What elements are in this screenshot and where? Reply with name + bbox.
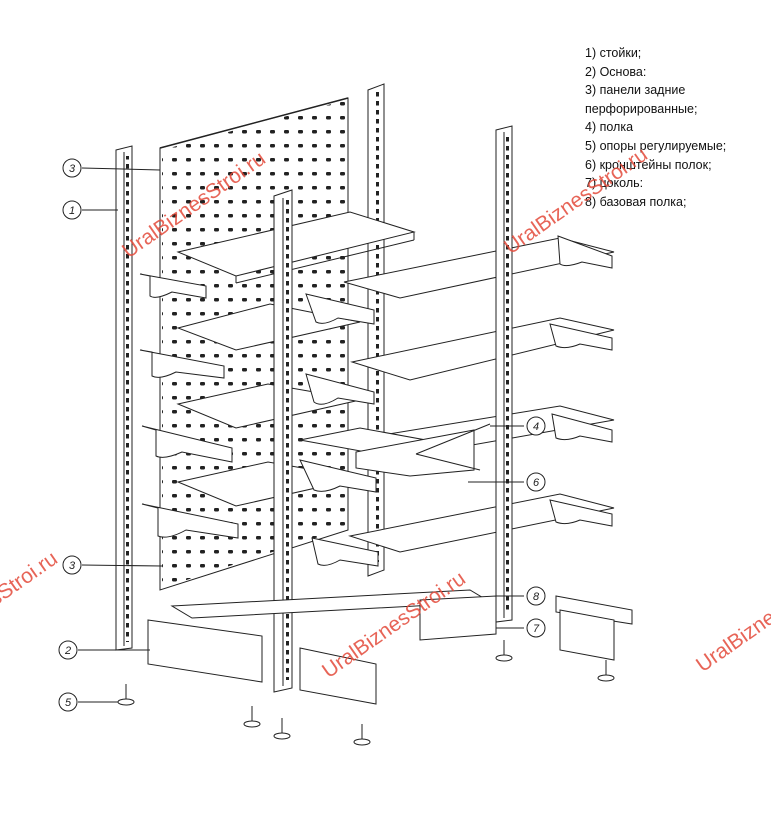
- legend-item: 6) кронштейны полок;: [585, 157, 712, 172]
- legend-item: 7) цоколь:: [585, 176, 644, 191]
- callout-3-bottom: 3: [62, 555, 82, 575]
- upright-right-front: [495, 125, 513, 623]
- callout-4: 4: [526, 416, 546, 436]
- svg-text:2: 2: [64, 645, 71, 657]
- callout-6: 6: [526, 472, 546, 492]
- svg-text:1: 1: [69, 205, 75, 217]
- shelves-right-column: [299, 237, 615, 553]
- svg-text:5: 5: [65, 697, 72, 709]
- callout-1: 1: [62, 200, 82, 220]
- callout-7: 7: [526, 618, 546, 638]
- upright-back-right: [367, 83, 385, 577]
- legend-item: 1) стойки;: [585, 46, 642, 60]
- svg-text:3: 3: [69, 163, 76, 175]
- callout-2: 2: [58, 640, 78, 660]
- callout-5: 5: [58, 692, 78, 712]
- svg-text:8: 8: [533, 591, 540, 603]
- parts-legend: 1) стойки; 2) Основа: 3) панели задние п…: [585, 44, 726, 211]
- legend-item: 3) панели задние: [585, 83, 686, 98]
- leader-lines: [78, 167, 524, 703]
- shelf-brackets-left: [139, 273, 239, 539]
- adjustable-feet: [117, 640, 615, 746]
- svg-text:3: 3: [69, 560, 76, 572]
- svg-text:7: 7: [533, 623, 540, 635]
- legend-item: 2) Основа:: [585, 64, 647, 79]
- callout-8: 8: [526, 586, 546, 606]
- legend-item: перфорированные;: [585, 101, 698, 116]
- svg-text:6: 6: [533, 477, 540, 489]
- callout-3-top: 3: [62, 158, 82, 178]
- legend-item: 8) базовая полка;: [585, 194, 687, 209]
- svg-text:4: 4: [533, 421, 539, 433]
- base-parts: [147, 589, 633, 705]
- callouts: 3 1 3 2 5 4 6 8 7: [58, 158, 546, 712]
- upright-middle-front: [273, 189, 293, 693]
- legend-item: 4) полка: [585, 120, 634, 135]
- legend-item: 5) опоры регулируемые;: [585, 138, 727, 153]
- shelf-brackets-right: [299, 235, 613, 567]
- upright-left: [115, 145, 133, 651]
